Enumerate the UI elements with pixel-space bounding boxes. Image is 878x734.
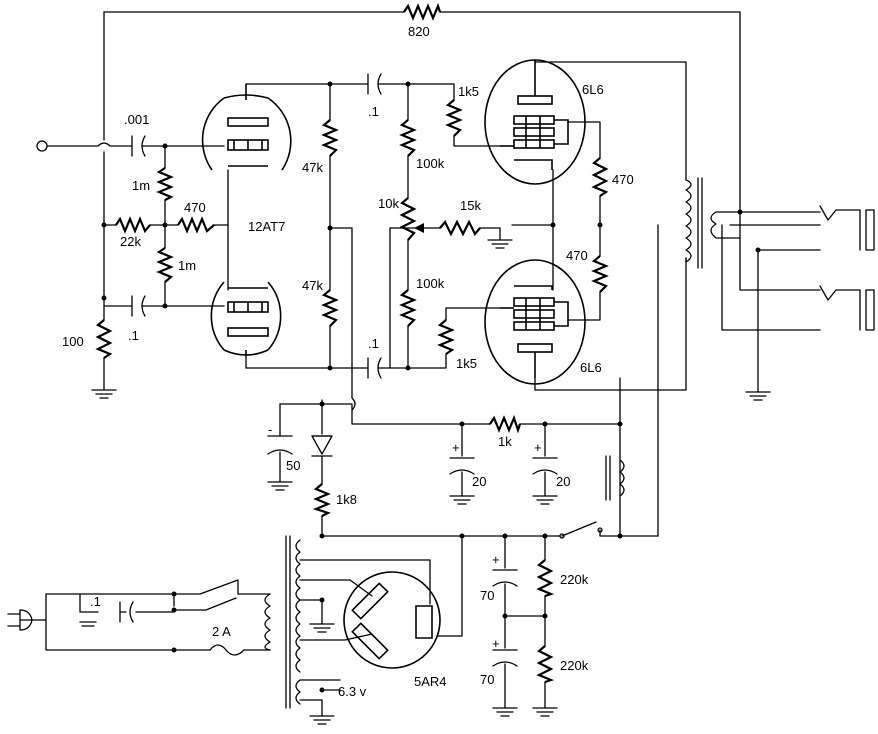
label-pot-10k: 10k (378, 196, 399, 211)
label-c-20-right: 20 (556, 474, 570, 489)
label-r-100k-top: 100k (416, 156, 445, 171)
label-tube-12at7: 12AT7 (248, 219, 285, 234)
resistor-220k-top (536, 559, 555, 598)
resistor-470-screen-bottom (591, 255, 609, 293)
resistor-1m-bottom (156, 247, 174, 283)
resistor-1k5-top (445, 99, 463, 137)
resistor-470-screen-top (591, 157, 609, 197)
resistor-1m-top (156, 167, 174, 201)
power-plug-icon (7, 609, 33, 631)
pot-10k-wiper (389, 223, 424, 233)
label-r-grid-top: 1m (132, 178, 150, 193)
resistor-47k-top (321, 119, 339, 157)
label-r-grid-top-6l6: 1k5 (458, 84, 479, 99)
pot-10k (399, 197, 417, 241)
capacitor-50 (267, 435, 293, 455)
ground-icon (79, 239, 771, 725)
label-r-100k-bottom: 100k (416, 276, 445, 291)
tube-6l6-bottom (484, 259, 586, 385)
label-r-1k: 1k (498, 434, 512, 449)
label-c-coupling-bottom: .1 (368, 336, 379, 351)
label-r-grid-bottom-6l6: 1k5 (456, 356, 477, 371)
tube-6l6-top (484, 59, 586, 185)
label-r-feedback: 820 (408, 24, 430, 39)
label-r-470-screen-bottom: 470 (566, 248, 588, 263)
wiring (19, 11, 821, 717)
label-r-15k: 15k (460, 198, 481, 213)
capacitor-70-top (492, 569, 518, 587)
output-jack-top (819, 205, 875, 251)
capacitor-power-line (119, 601, 134, 623)
resistor-220k-bottom (536, 645, 555, 684)
capacitor-20-right (532, 457, 558, 475)
label-tube-5ar4: 5AR4 (414, 674, 447, 689)
label-c-70-bottom: 70 (480, 672, 494, 687)
label-r-plate-top: 47k (302, 160, 323, 175)
resistor-100k-bottom (399, 289, 417, 327)
power-transformer (264, 535, 301, 709)
resistor-100k-top (399, 119, 417, 157)
label-c-70-top-sign: + (492, 552, 500, 567)
label-c-20-left: 20 (472, 474, 486, 489)
label-c-lower-grid: .1 (128, 328, 139, 343)
label-heater-voltage: 6.3 v (338, 684, 367, 699)
resistor-820 (403, 2, 442, 21)
label-r-1k8: 1k8 (336, 492, 357, 507)
hv-switch (559, 521, 603, 539)
label-c-70-top: 70 (480, 588, 494, 603)
label-c-20-left-sign: + (452, 440, 460, 455)
capacitor-70-bottom (492, 649, 518, 667)
resistor-1k (489, 414, 522, 434)
component-labels: 820 .001 1m 1m 22k 470 100 .1 12AT7 47k … (62, 24, 634, 699)
output-transformer (685, 177, 717, 269)
label-r-plate-bottom: 47k (302, 278, 323, 293)
label-c-70-bottom-sign: + (492, 636, 500, 651)
resistor-22k (115, 216, 151, 234)
output-jack-bottom (819, 285, 875, 331)
resistor-1k5-bottom (437, 319, 455, 355)
label-tube-6l6-bottom: 6L6 (580, 360, 602, 375)
label-r-cathode-100: 100 (62, 334, 84, 349)
capacitor-coupling-top (367, 73, 382, 95)
label-r-bias-22k: 22k (120, 234, 141, 249)
label-r-220k-top: 220k (560, 572, 589, 587)
label-fuse: 2 A (212, 624, 231, 639)
label-c-power-line: .1 (90, 594, 101, 609)
label-r-470-screen-top: 470 (612, 172, 634, 187)
label-r-220k-bottom: 220k (560, 658, 589, 673)
label-c-input: .001 (124, 112, 149, 127)
tube-5ar4 (343, 571, 441, 669)
junction-dots (101, 81, 761, 693)
tube-12at7 (201, 84, 292, 356)
label-c-50: 50 (286, 458, 300, 473)
label-r-470-tail: 470 (184, 200, 206, 215)
resistor-470-tail (177, 216, 215, 234)
label-r-grid-bottom: 1m (178, 258, 196, 273)
resistor-100-cathode (95, 319, 113, 359)
resistor-47k-bottom (321, 289, 339, 327)
label-tube-6l6-top: 6L6 (582, 82, 604, 97)
label-c-50-sign: - (268, 422, 272, 437)
diode (311, 435, 333, 457)
resistor-1k8 (312, 483, 331, 517)
capacitor-001 (131, 135, 146, 157)
fuse-symbol (209, 644, 245, 656)
capacitor-lower-grid (131, 295, 146, 317)
label-c-20-right-sign: + (534, 440, 542, 455)
input-terminal (36, 140, 48, 152)
label-c-coupling-top: .1 (368, 104, 379, 119)
capacitor-20-left (449, 457, 475, 475)
capacitor-coupling-bottom (367, 357, 382, 379)
choke (605, 455, 625, 501)
resistor-15k (439, 219, 481, 237)
